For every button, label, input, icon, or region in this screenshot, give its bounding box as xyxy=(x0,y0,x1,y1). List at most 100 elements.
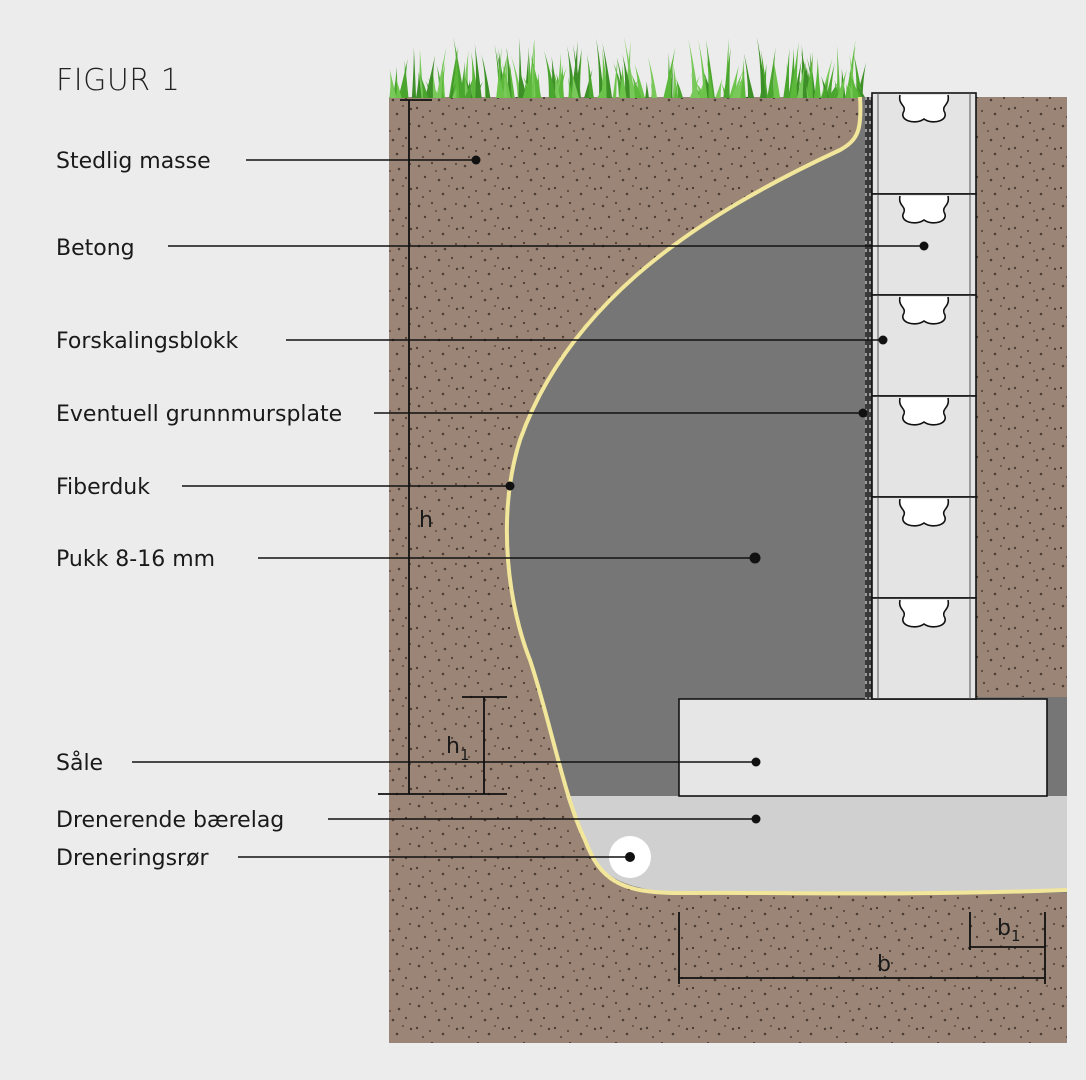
label-text-dreneringsror: Dreneringsrør xyxy=(56,846,210,871)
label-text-pukk: Pukk 8-16 mm xyxy=(56,547,215,572)
grass-blade xyxy=(481,54,491,98)
grass-blade xyxy=(596,80,609,98)
grass-blade xyxy=(706,57,714,98)
grass-blade xyxy=(395,77,402,98)
grass-blade xyxy=(389,68,397,98)
grass-blade xyxy=(821,78,828,98)
grass-blade xyxy=(756,36,767,98)
grass-blade xyxy=(836,69,847,98)
dimension-b1-sub: 1 xyxy=(1011,927,1021,945)
grass-blade xyxy=(602,42,613,98)
formwork-blocks xyxy=(871,92,977,700)
dimension-b1-main: b xyxy=(997,916,1011,941)
dimension-b: b xyxy=(678,912,1046,984)
grass-blade xyxy=(618,64,627,98)
grass-blade xyxy=(698,39,708,98)
grass-blade xyxy=(772,57,781,98)
grass-blade xyxy=(663,46,676,98)
grass-blade xyxy=(425,55,436,98)
grass-blade xyxy=(543,50,557,98)
dimension-b1: b1 xyxy=(969,912,1045,950)
grass-blade xyxy=(723,46,731,98)
grass-blade xyxy=(568,76,573,98)
label-text-grunnmursplate: Eventuell grunnmursplate xyxy=(56,402,342,427)
grass-blade xyxy=(448,45,459,98)
grass-blade xyxy=(531,38,535,98)
grass-blade xyxy=(518,37,523,98)
grass-blade xyxy=(464,77,474,98)
label-saale: Såle xyxy=(56,750,761,776)
grass-blade xyxy=(767,47,776,98)
grass-blade xyxy=(570,40,578,98)
grass-blade xyxy=(796,61,806,98)
label-text-forskalingsblokk: Forskalingsblokk xyxy=(56,329,239,354)
grass-blade xyxy=(689,74,701,98)
label-baerelag: Drenerende bærelag xyxy=(56,808,761,833)
grass-blade xyxy=(747,73,755,98)
grass-blade xyxy=(526,54,532,98)
dimension-b-label: b xyxy=(877,952,891,977)
grass-blade xyxy=(668,67,673,98)
label-text-saale: Såle xyxy=(56,750,103,776)
label-forskalingsblokk: Forskalingsblokk xyxy=(56,329,888,354)
pointer-dot xyxy=(625,852,635,862)
drainage-layer xyxy=(566,796,1067,894)
grass-blade xyxy=(647,56,658,98)
formwork-block xyxy=(871,597,977,700)
pointer-dot xyxy=(505,481,515,491)
grass-blade xyxy=(834,79,839,98)
grass-blade xyxy=(673,82,678,98)
pointer-dot xyxy=(919,241,929,251)
figure-title: FIGUR 1 xyxy=(56,63,180,98)
grass-blade xyxy=(596,38,605,98)
label-betong: Betong xyxy=(56,236,929,261)
grass-blade xyxy=(586,54,594,98)
grass-blade xyxy=(630,73,642,98)
gravel-pukk xyxy=(506,97,1067,893)
pointer-dot xyxy=(751,814,761,824)
label-fiberduk: Fiberduk xyxy=(56,475,515,500)
grass-blade xyxy=(449,83,456,98)
label-text-betong: Betong xyxy=(56,236,135,261)
dimension-h: h xyxy=(378,99,507,795)
dimension-h1-sub: 1 xyxy=(460,746,470,764)
grass-blade xyxy=(612,58,618,98)
dimension-b1-label: b1 xyxy=(997,916,1021,945)
grass-blade xyxy=(453,37,465,98)
label-text-baerelag: Drenerende bærelag xyxy=(56,808,284,833)
grass-blade xyxy=(789,41,799,98)
grass-blade xyxy=(554,74,561,98)
fiber-cloth-fiberduk xyxy=(504,96,1068,896)
pointer-dot xyxy=(878,335,888,345)
label-pukk: Pukk 8-16 mm xyxy=(56,547,761,572)
grass-blade xyxy=(455,47,460,98)
grass-blade xyxy=(731,70,744,98)
formwork-block xyxy=(871,395,977,498)
grass-blade xyxy=(844,83,851,98)
grass-blade xyxy=(827,82,838,98)
formwork-block xyxy=(871,294,977,397)
grass-blade xyxy=(715,78,723,98)
grass-blade xyxy=(705,39,715,98)
grass-blade xyxy=(836,45,841,98)
grass-blade xyxy=(805,51,814,98)
grass-blade xyxy=(845,45,856,98)
label-stedlig-masse: Stedlig masse xyxy=(56,149,481,174)
formwork-block xyxy=(871,193,977,296)
grass-blade xyxy=(530,54,542,98)
dimension-h1-main: h xyxy=(446,734,460,759)
grass-blade xyxy=(501,60,511,98)
pointer-dot xyxy=(471,155,481,165)
label-text-fiberduk: Fiberduk xyxy=(56,475,150,500)
grass-blade xyxy=(436,46,447,98)
pointer-dot xyxy=(858,408,868,418)
grass-blade xyxy=(474,43,482,98)
grass-blade xyxy=(825,62,835,98)
dimension-h1-label: h1 xyxy=(446,734,470,764)
grass-blade xyxy=(729,64,740,98)
grass-blade xyxy=(415,71,422,98)
grass-blade xyxy=(496,73,505,98)
grass-blade xyxy=(411,47,417,98)
formwork-block xyxy=(871,496,977,599)
